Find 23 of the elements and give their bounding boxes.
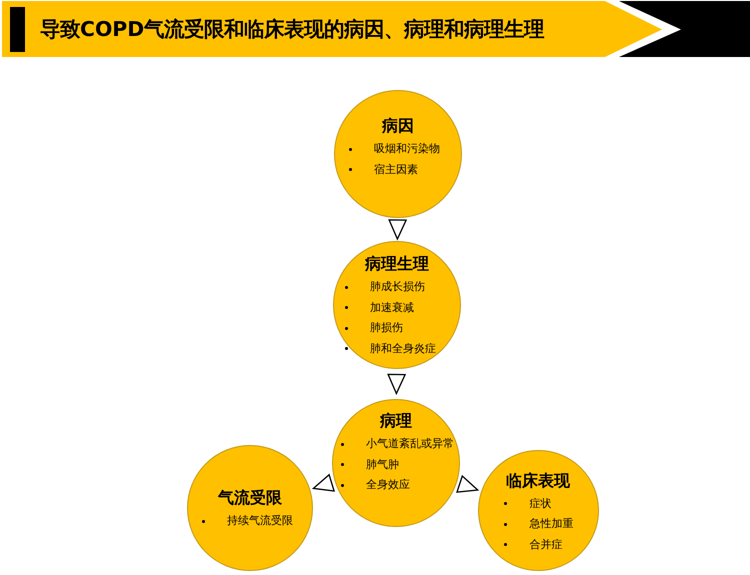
bullet-text: 肺气肿: [366, 458, 399, 472]
bullet-text: 全身效应: [366, 478, 410, 492]
triangle-arrow: [388, 219, 408, 241]
node-heading: 临床表现: [506, 470, 570, 490]
bullet-text: 肺损伤: [370, 321, 403, 336]
triangle-arrow: [387, 374, 406, 396]
bullet-text: 吸烟和污染物: [374, 142, 440, 156]
bullet-text: 急性加重: [530, 517, 574, 532]
bullet-text: 症状: [530, 496, 552, 511]
triangle-arrow: [456, 474, 480, 493]
bullet-text: 合并症: [530, 538, 562, 552]
bullet-text: 肺成长损伤: [370, 280, 425, 294]
node-heading: 气流受限: [218, 488, 282, 508]
bullet-text: 加速衰减: [370, 300, 414, 315]
bullet-text: 持续气流受限: [227, 514, 293, 528]
triangle-arrow: [312, 474, 336, 492]
bullet-text: 肺和全身炎症: [370, 342, 436, 356]
bullet-text: 宿主因素: [374, 162, 418, 177]
bullet-text: 小气道紊乱或异常: [366, 437, 454, 452]
node-heading: 病因: [382, 116, 414, 136]
diagram-title: 导致COPD气流受限和临床表现的病因、病理和病理生理: [40, 16, 544, 42]
node-heading: 病理: [380, 411, 412, 431]
node-heading: 病理生理: [365, 254, 429, 274]
